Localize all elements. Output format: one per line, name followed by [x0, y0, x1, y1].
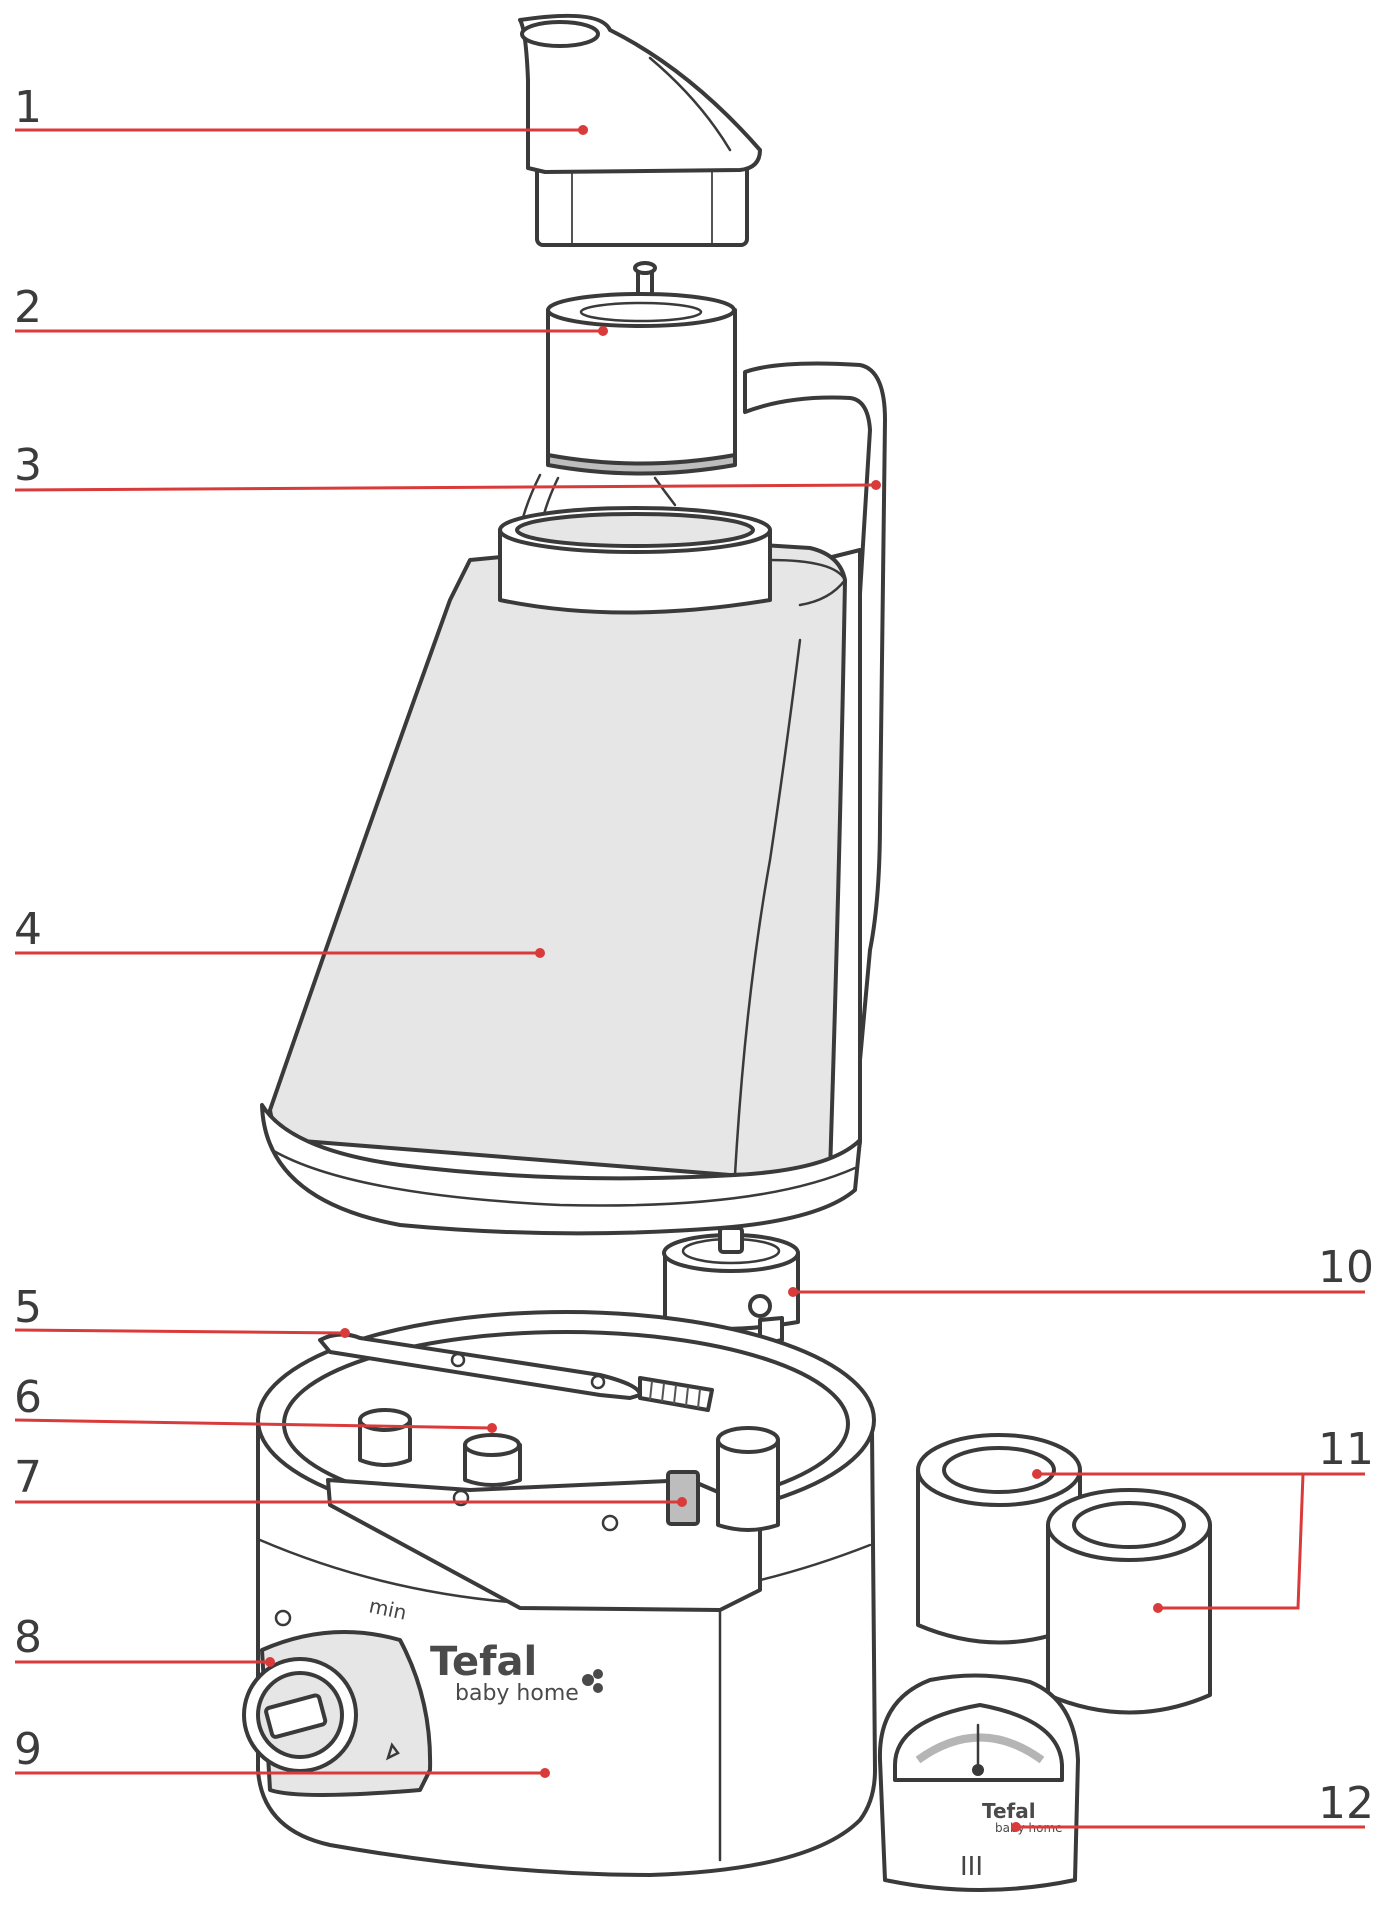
leader-lines [14, 125, 1365, 1832]
part-base [242, 1310, 877, 1877]
callout-9: 9 [14, 1724, 42, 1775]
callout-5: 5 [14, 1282, 42, 1333]
part-water-tank [260, 506, 862, 1236]
part-filter-cartridge [546, 261, 737, 476]
callout-10: 10 [1318, 1242, 1374, 1293]
base-brand: Tefal [430, 1639, 537, 1685]
callout-11: 11 [1318, 1424, 1374, 1475]
hygrometer-brand: Tefal [982, 1799, 1036, 1823]
callout-12: 12 [1318, 1778, 1374, 1829]
part-cleaning-brush [318, 1332, 714, 1412]
callout-4: 4 [14, 904, 42, 955]
part-hygrometer [877, 1673, 1080, 1892]
callout-1: 1 [14, 82, 42, 133]
callout-3: 3 [14, 440, 42, 491]
hygrometer-roman: III [960, 1852, 983, 1882]
part-filter-cylinders [916, 1433, 1212, 1715]
callout-8: 8 [14, 1612, 42, 1663]
callout-6: 6 [14, 1372, 42, 1423]
callout-7: 7 [14, 1452, 42, 1503]
flower-icon [582, 1669, 603, 1693]
callout-2: 2 [14, 282, 42, 333]
base-brand-sub: baby home [455, 1681, 579, 1706]
